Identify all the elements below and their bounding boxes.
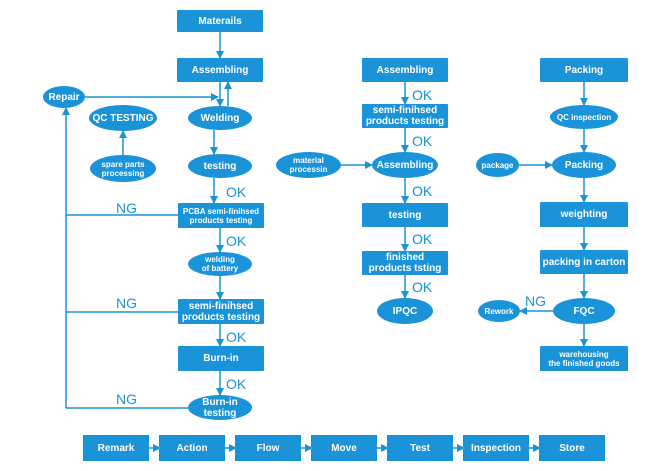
node-packing-middle: Packing	[552, 152, 616, 178]
node-semi-testing-middle: semi-finihsed products testing	[362, 104, 448, 128]
legend-store: Store	[539, 435, 605, 461]
node-burn-in: Burn-in	[178, 346, 264, 371]
node-warehousing: warehousing the finished goods	[540, 346, 628, 371]
ng-label: NG	[116, 295, 137, 311]
node-rework: Rework	[478, 300, 520, 322]
legend-move: Move	[311, 435, 377, 461]
ok-label: OK	[412, 87, 433, 103]
node-assembling-c: Assembling	[372, 152, 438, 178]
node-materials: Materails	[177, 10, 263, 32]
ok-label: OK	[412, 279, 433, 295]
node-spare-parts: spare parts processing	[90, 155, 156, 182]
ng-label: NG	[525, 293, 546, 309]
node-testing-left: testing	[188, 154, 252, 178]
node-pcba-testing: PCBA semi-finihsed products testing	[178, 203, 264, 228]
node-packing-top: Packing	[540, 58, 628, 82]
node-material-processing: material processin	[276, 152, 341, 178]
ok-label: OK	[226, 376, 247, 392]
node-finished-testing: finished products tsting	[362, 251, 448, 275]
ok-label: OK	[226, 329, 247, 345]
node-assembling-middle: Assembling	[362, 58, 448, 82]
node-welding-battery: welding of battery	[188, 252, 252, 276]
legend-flow: Flow	[235, 435, 301, 461]
legend-test: Test	[387, 435, 453, 461]
ok-label: OK	[226, 184, 247, 200]
ok-label: OK	[226, 233, 247, 249]
node-semi-testing-left: semi-finihsed products testing	[178, 299, 264, 324]
ok-label: OK	[412, 133, 433, 149]
node-assembling-left: Assembling	[177, 58, 263, 82]
node-repair: Repair	[43, 86, 85, 108]
ok-label: OK	[412, 183, 433, 199]
ng-label: NG	[116, 200, 137, 216]
legend-remark: Remark	[83, 435, 149, 461]
node-burn-in-testing: Burn-in testing	[188, 395, 252, 420]
ok-label: OK	[412, 231, 433, 247]
node-packing-carton: packing in carton	[540, 250, 628, 274]
node-ipqc: IPQC	[377, 298, 433, 324]
legend-inspection: Inspection	[463, 435, 529, 461]
legend-action: Action	[159, 435, 225, 461]
node-qc-testing: QC TESTING	[89, 105, 157, 131]
node-fqc: FQC	[553, 298, 615, 324]
node-qc-inspection: QC inspection	[550, 105, 618, 129]
node-package: package	[476, 153, 519, 177]
node-weighting: weighting	[540, 202, 628, 227]
node-welding: Welding	[188, 106, 252, 130]
node-testing-middle: testing	[362, 203, 448, 227]
ng-label: NG	[116, 391, 137, 407]
